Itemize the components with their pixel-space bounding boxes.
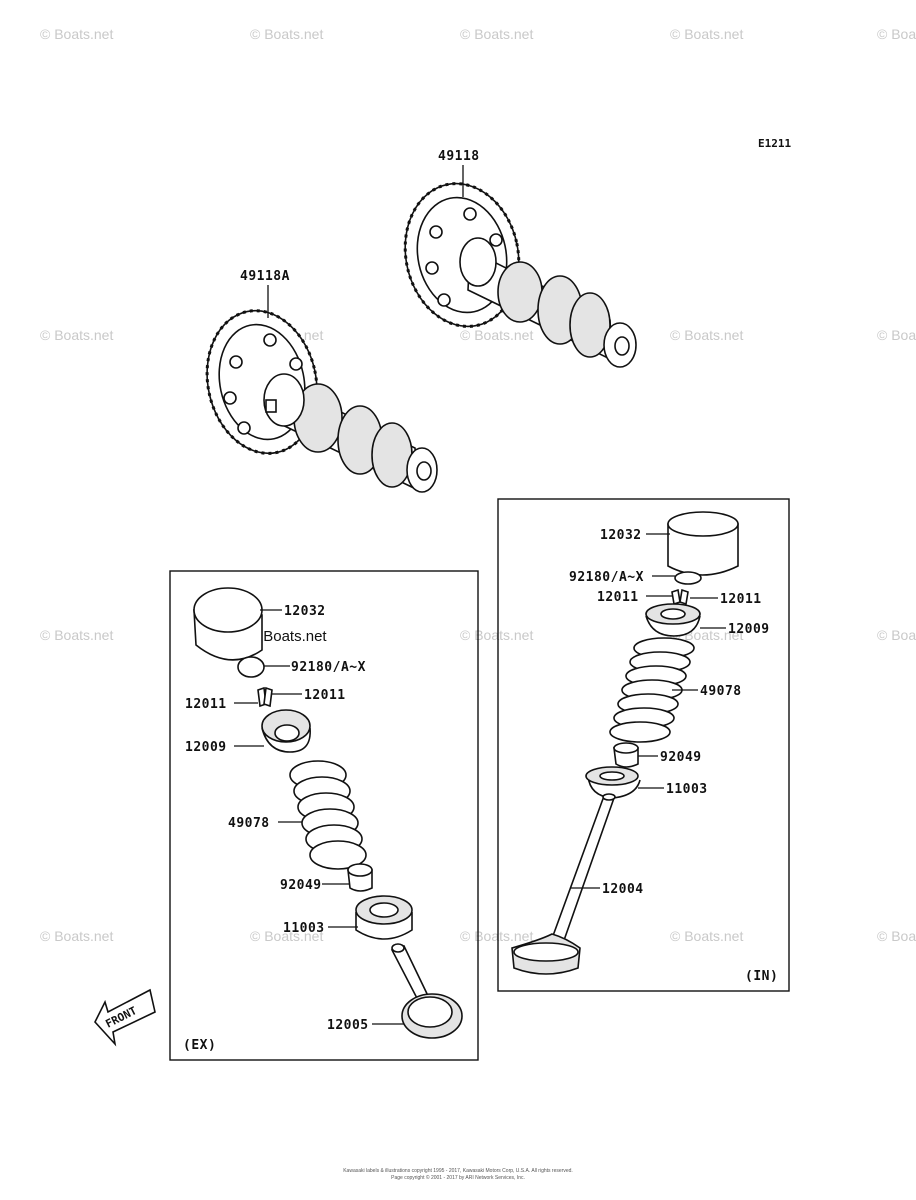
watermark: © Boats.net: [670, 26, 743, 42]
diagram-code: E1211: [758, 137, 791, 150]
label-cam-intake: 49118: [438, 149, 480, 164]
label-in-seat: 11003: [666, 782, 708, 797]
ex-spring-retainer: [261, 709, 311, 753]
watermark: © Boats.net: [40, 627, 113, 643]
ex-valve: [390, 943, 463, 1039]
label-in-cotter-left: 12011: [597, 590, 639, 605]
watermark: © Boats.net: [460, 928, 533, 944]
intake-valve-panel: [497, 498, 790, 992]
in-spring-seat: [585, 766, 641, 799]
label-ex-retainer: 12009: [185, 740, 227, 755]
in-cotters: [671, 588, 689, 606]
in-shim: [674, 571, 702, 585]
label-ex-seal: 92049: [280, 878, 322, 893]
copyright-line: Page copyright © 2001 - 2017 by ARI Netw…: [391, 1174, 525, 1181]
watermark: © Boats.net: [670, 928, 743, 944]
label-in-cotter-right: 12011: [720, 592, 762, 607]
label-cam-exhaust: 49118A: [240, 269, 290, 284]
in-valve-lifter: [667, 511, 739, 576]
copyright-line: Kawasaki labels & illustrations copyrigh…: [343, 1168, 573, 1174]
ex-valve-spring: [289, 760, 367, 870]
exhaust-valve-panel: [169, 570, 479, 1061]
camshaft-intake: [403, 182, 637, 368]
watermark: © Boats.net: [460, 327, 533, 343]
label-ex-seat: 11003: [283, 921, 325, 936]
label-ex-spring: 49078: [228, 816, 270, 831]
front-arrow-icon: FRONT: [94, 988, 156, 1047]
label-in-lifter: 12032: [600, 528, 642, 543]
camshaft-exhaust: [205, 309, 438, 493]
watermark: © Boats.net: [250, 26, 323, 42]
ex-cotters: [257, 686, 273, 708]
watermark: © Boats.net: [670, 327, 743, 343]
label-ex-shim: 92180/A~X: [291, 660, 366, 675]
in-spring-retainer: [645, 603, 701, 637]
label-in-valve: 12004: [602, 882, 644, 897]
label-in-spring: 49078: [700, 684, 742, 699]
watermark: © Boats.net: [877, 627, 916, 643]
ex-shim: [237, 656, 265, 678]
in-valve: [511, 793, 616, 975]
label-ex-cotter-right: 12011: [304, 688, 346, 703]
watermark: © Boats.net: [40, 327, 113, 343]
watermark: © Boats.net: [250, 928, 323, 944]
watermark: © Boats.net: [40, 26, 113, 42]
brand-mark: © Boats.net: [248, 628, 327, 645]
label-in-seal: 92049: [660, 750, 702, 765]
ex-spring-seat: [355, 895, 413, 940]
watermark: © Boats.net: [877, 26, 916, 42]
watermark: © Boats.net: [877, 327, 916, 343]
watermark: © Boats.net: [460, 26, 533, 42]
exhaust-panel-label: (EX): [183, 1038, 216, 1053]
label-in-shim: 92180/A~X: [569, 570, 644, 585]
label-in-retainer: 12009: [728, 622, 770, 637]
in-valve-spring: [609, 637, 695, 743]
in-valve-seal: [613, 742, 639, 768]
label-ex-valve: 12005: [327, 1018, 369, 1033]
label-ex-cotter-left: 12011: [185, 697, 227, 712]
label-ex-lifter: 12032: [284, 604, 326, 619]
watermark: © Boats.net: [460, 627, 533, 643]
watermark: © Boats.net: [40, 928, 113, 944]
intake-panel-label: (IN): [745, 969, 778, 984]
ex-valve-seal: [347, 863, 373, 892]
ex-valve-lifter: [193, 587, 263, 661]
watermark: © Boats.net: [877, 928, 916, 944]
